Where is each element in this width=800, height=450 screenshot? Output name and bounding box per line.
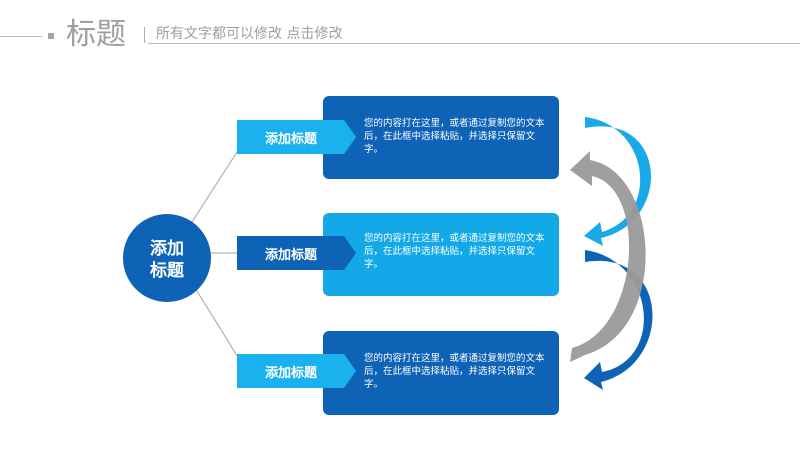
content-text-1[interactable]: 您的内容打在这里，或者通过复制您的文本后，在此框中选择粘贴，并选择只保留文字。 [364, 118, 545, 155]
curved-arrow-bottom [584, 250, 653, 390]
header-line-right [148, 43, 800, 44]
content-text-3[interactable]: 您的内容打在这里，或者通过复制您的文本后，在此框中选择粘贴，并选择只保留文字。 [364, 353, 545, 390]
tag-arrow-1 [237, 120, 356, 154]
content-text-2[interactable]: 您的内容打在这里，或者通过复制您的文本后，在此框中选择粘贴，并选择只保留文字。 [364, 233, 545, 270]
tag-arrow-3 [237, 354, 356, 388]
content-box-2 [323, 213, 559, 296]
tag-arrow-2 [237, 236, 356, 270]
center-circle [123, 214, 211, 302]
center-circle-label[interactable]: 添加 标题 [150, 239, 184, 281]
tag-label-2[interactable]: 添加标题 [264, 247, 317, 263]
header-bullet-square [48, 33, 54, 39]
header-line-left [0, 36, 42, 37]
tag-label-1[interactable]: 添加标题 [264, 131, 317, 147]
content-box-3 [323, 331, 559, 415]
header-separator [144, 27, 145, 43]
curved-arrow-gray [570, 151, 646, 362]
tag-label-3[interactable]: 添加标题 [264, 365, 317, 381]
page-title[interactable]: 标题 [66, 17, 126, 52]
page-subtitle[interactable]: 所有文字都可以修改 点击修改 [156, 26, 343, 42]
content-box-1 [323, 96, 559, 179]
